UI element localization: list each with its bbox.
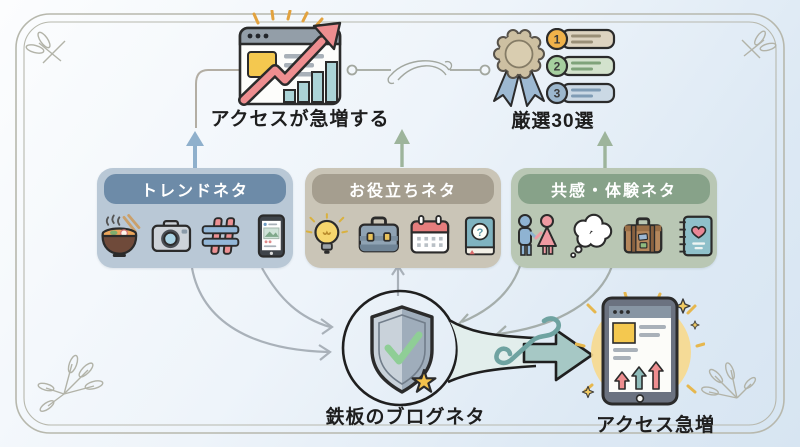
- hashtag-icon: [202, 216, 240, 255]
- check-mark: [384, 331, 423, 365]
- corner-leaf-top-right: [741, 30, 777, 59]
- useful-icon-row: ?: [305, 206, 501, 265]
- topic-header-empathy: 共感・体験ネタ: [518, 174, 710, 204]
- label-access-surge-top: アクセスが急増する: [210, 109, 390, 130]
- arrow-useful-up: [394, 129, 410, 167]
- ranking-list-icon: 1 2 3: [546, 28, 616, 105]
- star-badge: [411, 368, 437, 393]
- arrow-empathy-up: [597, 131, 613, 169]
- suitcase-icon: [623, 216, 662, 253]
- shield-check-star-icon: [370, 305, 437, 394]
- tablet-growth-icon: [575, 292, 705, 406]
- growth-arrows: [614, 361, 664, 390]
- rank-row-3: 3: [546, 81, 616, 105]
- label-access-surge-bottom: アクセス急増: [595, 415, 716, 436]
- top-connector: [346, 60, 491, 85]
- rosette: [493, 29, 545, 79]
- smartphone-icon: [258, 213, 286, 258]
- question-book-icon: ?: [465, 216, 496, 255]
- rank-number-2: 2: [554, 60, 561, 74]
- topic-header-trend: トレンドネタ: [104, 174, 286, 204]
- swirl-ornament: [494, 316, 562, 366]
- elbow-connector: [195, 69, 246, 128]
- trend-icon-row: [97, 206, 293, 265]
- sparkles: [581, 298, 700, 399]
- arrow-trend-up: [186, 131, 204, 170]
- topic-box-useful: お役立ちネタ: [305, 168, 501, 268]
- arrow-empathy-to-shield-1: [457, 265, 522, 331]
- corner-leaf-bottom-right: [701, 362, 757, 399]
- topic-box-empathy: 共感・体験ネタ: [511, 168, 717, 268]
- topic-box-trend: トレンドネタ: [97, 168, 293, 268]
- empathy-icon-row: [511, 206, 717, 265]
- topic-header-useful: お役立ちネタ: [312, 174, 494, 204]
- bar-chart: [283, 61, 338, 103]
- rank-row-2: 2: [546, 54, 616, 78]
- rank-row-1: 1: [546, 28, 616, 51]
- label-solid-blog-topics: 鉄板のブログネタ: [325, 407, 486, 428]
- browser-growth-chart-icon: [238, 10, 342, 106]
- label-top30: 厳選30選: [511, 111, 595, 132]
- briefcase-icon: [358, 216, 399, 252]
- couple-icon: [517, 213, 557, 256]
- rising-arrow: [238, 21, 342, 106]
- camera-icon: [151, 219, 191, 252]
- flow-block-arrow: [522, 328, 594, 382]
- sun-rays: [252, 10, 324, 28]
- thought-bubble-icon: [569, 213, 612, 258]
- arrow-trend-to-shield-1: [190, 267, 332, 361]
- rank-number-1: 1: [554, 33, 561, 47]
- ramen-icon: [101, 213, 141, 257]
- arrow-trend-to-shield-2: [261, 267, 334, 335]
- shield-ring: [341, 289, 459, 407]
- award-medal-icon: [493, 29, 545, 107]
- lightbulb-icon: [305, 212, 348, 254]
- corner-leaf-top-left: [25, 31, 66, 64]
- journal-heart-icon: [678, 215, 713, 256]
- calendar-icon: [410, 214, 450, 253]
- corner-leaf-bottom-left: [37, 354, 104, 412]
- rank-number-3: 3: [554, 87, 561, 101]
- question-glyph: ?: [477, 227, 484, 239]
- funnel-tube: [447, 318, 537, 384]
